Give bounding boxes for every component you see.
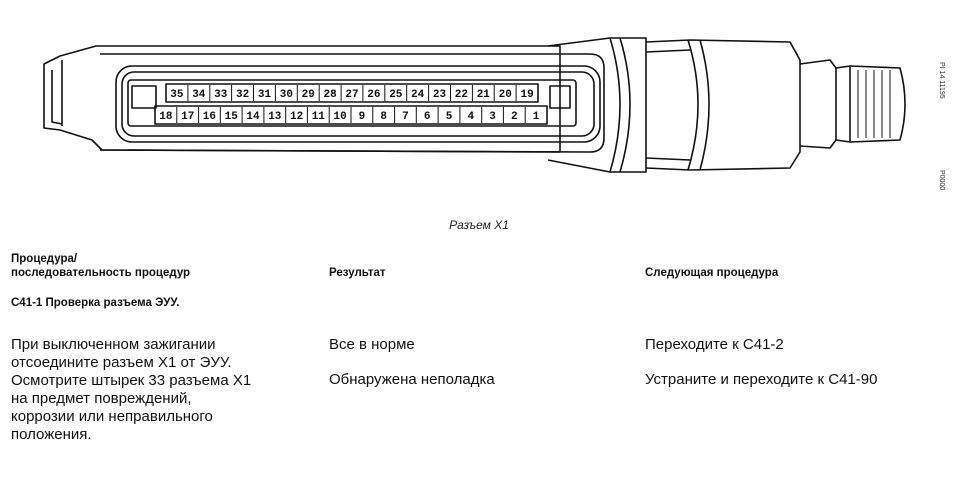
next-procedure-ok: Переходите к С41-2 xyxy=(645,336,784,353)
pin-label: 8 xyxy=(380,111,387,123)
pin-cavity xyxy=(127,79,577,127)
pin-label: 30 xyxy=(280,89,293,101)
pin-label: 10 xyxy=(333,111,346,123)
pin-label: 19 xyxy=(520,89,533,101)
pin-row-bottom xyxy=(154,105,548,125)
pin-labels-bottom: 18 17 16 15 14 13 12 11 10 9 8 7 6 5 4 3 2 1 xyxy=(159,107,540,123)
procedure-line: Осмотрите штырек 33 разъема X1 xyxy=(11,372,252,389)
pin-label: 14 xyxy=(246,111,260,123)
procedure-line: коррозии или неправильного xyxy=(11,408,213,425)
pin-label: 9 xyxy=(359,111,366,123)
pin-label: 7 xyxy=(402,111,409,123)
section-title: С41-1 Проверка разъема ЭУУ. xyxy=(11,297,180,309)
column-header-procedure: Процедура/ последовательность процедур xyxy=(11,252,311,280)
pin-label: 13 xyxy=(268,111,282,123)
pin-label: 18 xyxy=(159,111,173,123)
pin-label: 20 xyxy=(499,89,512,101)
pin-label: 32 xyxy=(236,89,249,101)
side-mark-top: PI 14 11195 xyxy=(938,62,945,99)
result-ok: Все в норме xyxy=(329,336,415,353)
pin-label: 12 xyxy=(290,111,303,123)
pin-label: 27 xyxy=(345,89,358,101)
pin-label: 25 xyxy=(389,89,403,101)
figure-caption: Разъем X1 xyxy=(449,218,509,232)
column-header-result: Результат xyxy=(329,267,386,279)
procedure-line: При выключенном зажигании xyxy=(11,336,216,353)
column-header-procedure-line2: последовательность процедур xyxy=(11,267,191,279)
pin-label: 5 xyxy=(446,111,453,123)
pin-label: 31 xyxy=(258,89,272,101)
procedure-description: При выключенном зажигании отсоедините ра… xyxy=(11,336,321,444)
pin-label: 28 xyxy=(323,89,337,101)
pin-label: 17 xyxy=(181,111,194,123)
pin-label: 3 xyxy=(489,111,496,123)
pin-label: 11 xyxy=(312,111,326,123)
connector-face xyxy=(115,65,601,143)
pin-label: 1 xyxy=(533,111,540,123)
procedure-line: на предмет повреждений, xyxy=(11,390,192,407)
column-header-next-procedure: Следующая процедура xyxy=(645,267,779,279)
pin-row-top xyxy=(165,83,539,103)
connector-body xyxy=(645,39,801,171)
pin-label: 33 xyxy=(214,89,228,101)
pin-label: 26 xyxy=(367,89,380,101)
pin-label: 16 xyxy=(203,111,216,123)
pin-label: 15 xyxy=(225,111,239,123)
pin-labels-top: 35 34 33 32 31 30 29 28 27 26 25 24 23 22 21 20 19 xyxy=(170,85,534,101)
pin-label: 21 xyxy=(477,89,491,101)
connector-collar xyxy=(547,37,647,173)
cable-boot xyxy=(799,59,906,149)
procedure-line: отсоедините разъем X1 от ЭУУ. xyxy=(11,354,232,371)
side-mark-bottom: P0000 xyxy=(938,170,945,190)
result-fault: Обнаружена неполадка xyxy=(329,371,495,388)
procedure-line: положения. xyxy=(11,426,92,443)
pin-label: 2 xyxy=(511,111,518,123)
pin-label: 4 xyxy=(467,111,474,123)
pin-label: 24 xyxy=(411,89,425,101)
pin-label: 29 xyxy=(302,89,315,101)
pin-label: 6 xyxy=(424,111,431,123)
pin-label: 35 xyxy=(170,89,184,101)
pin-label: 22 xyxy=(455,89,468,101)
pin-label: 34 xyxy=(192,89,206,101)
next-procedure-fault: Устраните и переходите к С41-90 xyxy=(645,371,878,388)
pin-label: 23 xyxy=(433,89,447,101)
column-header-procedure-line1: Процедура/ xyxy=(11,253,78,265)
